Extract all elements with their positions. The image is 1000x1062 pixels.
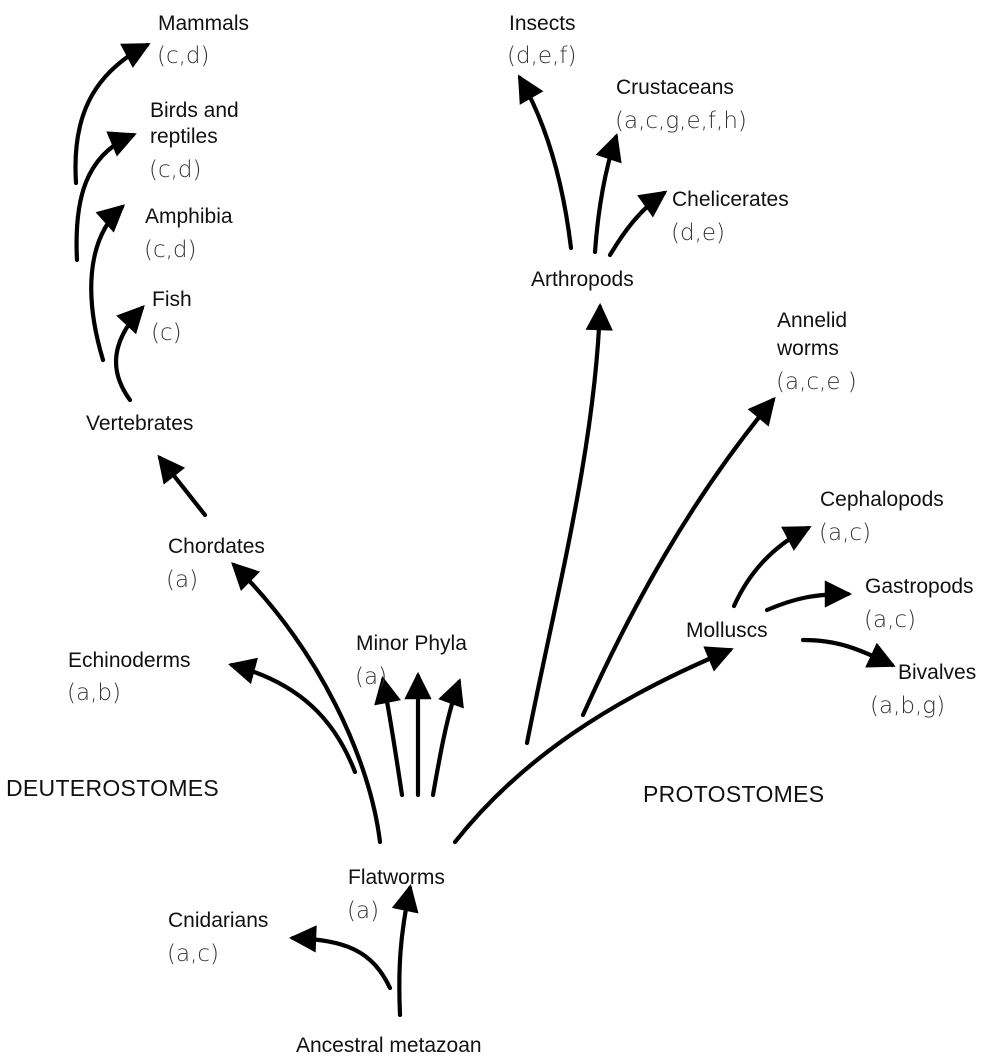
labels: Mammals (c,d) Birds and reptiles (c,d) A…	[6, 12, 976, 1057]
birds-label-line2: reptiles	[150, 125, 218, 148]
cephalopods-label: Cephalopods	[820, 488, 944, 511]
branch-to-cnidarians	[288, 925, 393, 991]
amphibia-code: (c,d)	[144, 237, 197, 263]
chordates-code: (a)	[166, 567, 198, 593]
gastropods-code: (a,c)	[864, 607, 916, 633]
birds-code: (c,d)	[149, 157, 202, 183]
branch-to-molluscs	[452, 646, 734, 845]
echinoderms-label: Echinoderms	[68, 649, 191, 672]
chordates-label: Chordates	[168, 535, 265, 558]
insects-label: Insects	[509, 12, 576, 35]
branch-to-mammals	[73, 42, 151, 186]
arthropods-label: Arthropods	[531, 268, 634, 291]
branch-to-insects	[517, 74, 574, 251]
branch-to-gastropods	[764, 580, 853, 613]
crustaceans-label: Crustaceans	[616, 76, 734, 99]
branch-to-arthropods	[524, 302, 613, 746]
fish-label: Fish	[152, 288, 192, 311]
branch-to-vertebrates	[157, 454, 208, 518]
branch-to-birds	[74, 131, 137, 263]
mammals-label: Mammals	[158, 12, 249, 35]
molluscs-label: Molluscs	[686, 619, 768, 642]
branch-to-bivalves	[800, 637, 896, 668]
chelicerates-code: (d,e)	[671, 220, 725, 246]
vertebrates-label: Vertebrates	[86, 412, 193, 435]
birds-label-line1: Birds and	[150, 99, 239, 122]
bivalves-label: Bivalves	[898, 661, 976, 684]
gastropods-label: Gastropods	[865, 575, 974, 598]
annelids-code: (a,c,e )	[776, 369, 857, 395]
crustaceans-code: (a,c,g,e,f,h)	[615, 108, 747, 134]
minor-phyla-label: Minor Phyla	[356, 632, 467, 655]
deuterostomes-label: DEUTEROSTOMES	[6, 775, 219, 801]
branch-to-chelicerates	[607, 190, 668, 258]
ancestor-label: Ancestral metazoan	[296, 1034, 482, 1057]
branch-to-amphibia	[89, 204, 126, 363]
branch-to-chordates	[231, 562, 383, 845]
minor-phyla-code: (a)	[355, 664, 387, 690]
branch-to-cephalopods	[731, 525, 812, 609]
mammals-code: (c,d)	[157, 43, 210, 69]
flatworms-code: (a)	[347, 898, 379, 924]
branch-to-crustaceans	[592, 133, 622, 255]
annelids-label-line1: Annelid	[777, 309, 847, 332]
flatworms-label: Flatworms	[348, 866, 445, 889]
cephalopods-code: (a,c)	[819, 520, 871, 546]
amphibia-label: Amphibia	[145, 205, 233, 228]
chelicerates-label: Chelicerates	[672, 188, 789, 211]
cnidarians-code: (a,c)	[167, 941, 219, 967]
annelids-label-line2: worms	[776, 337, 839, 360]
protostomes-label: PROTOSTOMES	[643, 781, 824, 807]
branch-to-echinoderms	[228, 657, 358, 775]
fish-code: (c)	[151, 320, 182, 346]
bivalves-code: (a,b,g)	[870, 693, 945, 719]
branches	[73, 42, 896, 1018]
cnidarians-label: Cnidarians	[168, 909, 268, 932]
branch-to-fish	[114, 305, 145, 403]
branch-ancestor-to-flatworms	[391, 883, 419, 1018]
branch-to-minor-phyla-left	[374, 675, 405, 798]
echinoderms-code: (a,b)	[67, 680, 121, 706]
branch-to-minor-phyla-right	[430, 678, 464, 798]
insects-code: (d,e,f)	[507, 43, 576, 69]
branch-to-annelids	[580, 396, 776, 718]
